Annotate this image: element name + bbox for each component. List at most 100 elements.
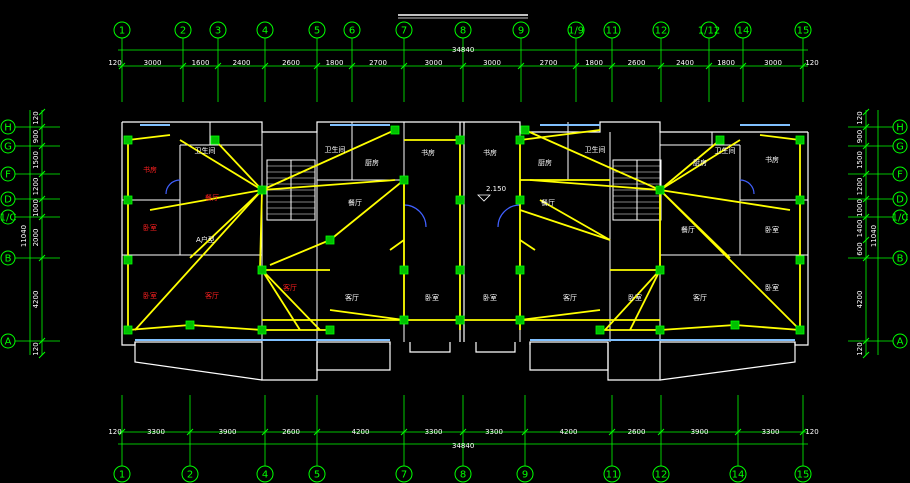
wire xyxy=(734,324,801,331)
room-label: 餐厅 xyxy=(348,198,362,207)
dim-value-bottom: 3300 xyxy=(147,428,165,436)
wire xyxy=(261,129,396,191)
dim-total-top: 34840 xyxy=(452,46,474,54)
axis-label-right: G xyxy=(896,142,904,153)
dim-tick-bottom xyxy=(657,428,665,436)
dim-value-left: 2000 xyxy=(32,229,40,247)
dim-value-bottom: 4200 xyxy=(352,428,370,436)
room-label: 书房 xyxy=(421,148,435,157)
room-label: 卫生间 xyxy=(715,146,736,155)
electrical-fixture xyxy=(655,265,665,275)
bay-right xyxy=(475,342,516,353)
balcony-mid-right xyxy=(529,342,609,371)
dim-value-left: 1000 xyxy=(32,199,40,217)
dim-value-top: 1800 xyxy=(717,59,735,67)
electrical-fixture xyxy=(185,320,195,330)
bay-left xyxy=(409,342,451,353)
wire xyxy=(519,129,601,141)
room-label: 餐厅 xyxy=(681,225,695,234)
electrical-fixture xyxy=(515,315,525,325)
electrical-fixture xyxy=(715,135,725,145)
axis-label-right: 1/C xyxy=(892,213,909,224)
axis-label-right: B xyxy=(897,254,904,265)
axis-label-top: 15 xyxy=(797,26,810,37)
wire xyxy=(261,179,396,191)
axis-label-top: 8 xyxy=(460,26,466,37)
electrical-fixture xyxy=(455,135,465,145)
axis-label-left: H xyxy=(4,123,12,134)
axis-label-top: 11 xyxy=(606,26,619,37)
wall-top-right xyxy=(460,121,808,133)
dim-edge-top-right: 120 xyxy=(805,59,818,67)
room-label: 卧室 xyxy=(425,293,439,302)
dim-value-bottom: 4200 xyxy=(560,428,578,436)
dim-value-top: 3000 xyxy=(764,59,782,67)
room-label: 厨房 xyxy=(365,158,379,167)
dim-tick-top xyxy=(572,62,580,70)
dim-edge-top-left: 120 xyxy=(108,59,121,67)
dim-value-bottom: 3300 xyxy=(425,428,443,436)
electrical-fixture xyxy=(795,325,805,335)
dim-value-top: 3000 xyxy=(483,59,501,67)
axis-label-right: A xyxy=(897,337,904,348)
electrical-fixture xyxy=(515,265,525,275)
room-label: 卫生间 xyxy=(325,145,346,154)
wall-left-bottom xyxy=(121,122,391,381)
dim-value-left: 1500 xyxy=(32,151,40,169)
dim-value-right: 1200 xyxy=(856,178,864,196)
axis-label-top: 6 xyxy=(349,26,355,37)
wire xyxy=(519,209,611,241)
dim-tick-top xyxy=(705,62,713,70)
dim-tick-top xyxy=(400,62,408,70)
dim-tick-top xyxy=(118,62,126,70)
room-label: 卫生间 xyxy=(195,146,216,155)
wire xyxy=(329,179,405,241)
unit-type-label: A户型 xyxy=(196,235,215,244)
wall-right-bottom xyxy=(529,132,809,381)
electrical-fixture xyxy=(399,265,409,275)
dim-tick-top xyxy=(214,62,222,70)
room-label: 客厅 xyxy=(205,291,219,300)
room-label: 书房 xyxy=(483,148,497,157)
door-swing xyxy=(497,204,521,228)
dim-value-right: 1000 xyxy=(856,199,864,217)
dim-value-right: 120 xyxy=(856,111,864,124)
dim-tick-right xyxy=(862,142,870,150)
electrical-fixture xyxy=(325,325,335,335)
dim-tick-left xyxy=(38,213,46,221)
electrical-fixture xyxy=(123,135,133,145)
title-bar-line xyxy=(398,14,528,19)
wire xyxy=(259,189,263,271)
axis-label-bottom: 1 xyxy=(119,470,125,481)
electrical-fixture xyxy=(123,255,133,265)
electrical-fixture xyxy=(325,235,335,245)
dim-tick-left xyxy=(38,108,46,116)
dim-tick-right xyxy=(862,236,870,244)
wire xyxy=(659,189,731,259)
electrical-fixture xyxy=(515,195,525,205)
dim-total-bottom: 34840 xyxy=(452,442,474,450)
dim-tick-left xyxy=(38,195,46,203)
wire xyxy=(127,324,191,331)
dim-value-right: 120 xyxy=(856,342,864,355)
dim-tick-right xyxy=(862,337,870,345)
axis-label-bottom: 15 xyxy=(797,470,810,481)
axis-label-left: B xyxy=(5,254,12,265)
axis-label-bottom: 2 xyxy=(187,470,193,481)
dim-tick-top xyxy=(348,62,356,70)
electrical-fixture xyxy=(455,195,465,205)
room-label: 客厅 xyxy=(693,293,707,302)
dim-tick-left xyxy=(38,123,46,131)
dim-value-left: 120 xyxy=(32,342,40,355)
dim-side-total-right: 11040 xyxy=(870,225,878,247)
room-label: 书房 xyxy=(143,165,157,174)
room-label: 卧室 xyxy=(628,293,642,302)
dim-value-left: 4200 xyxy=(32,291,40,309)
electrical-fixture xyxy=(399,315,409,325)
misc-annotations: A户型 2.150 34840 34840 xyxy=(196,46,506,450)
dim-value-top: 2400 xyxy=(233,59,251,67)
dim-tick-right xyxy=(862,123,870,131)
